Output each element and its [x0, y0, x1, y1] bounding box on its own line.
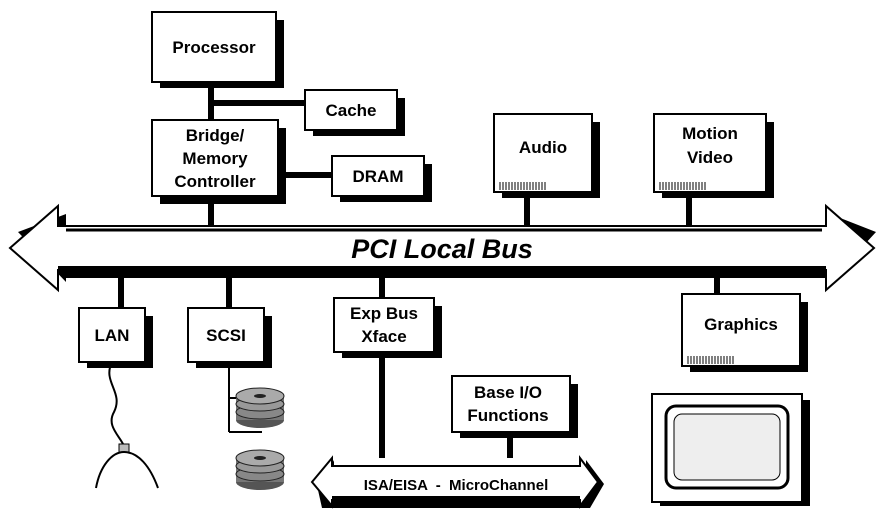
lan-connector: [118, 443, 130, 453]
lan-block: LAN: [78, 307, 159, 489]
scsi-block: SCSI: [187, 307, 272, 368]
lan-cable: [108, 361, 125, 447]
pci-local-bus: PCI Local Bus: [8, 203, 876, 293]
exp-bus-xface-label-line1: Exp Bus: [350, 304, 418, 323]
base-io-label-line2: Functions: [467, 406, 548, 425]
bridge-label-line2: Memory: [182, 149, 248, 168]
graphics-label: Graphics: [704, 315, 778, 334]
dram-block: DRAM: [331, 155, 432, 202]
disk-drive-icon: [235, 449, 285, 490]
motion-video-label-line2: Video: [687, 148, 733, 167]
cache-label: Cache: [325, 101, 376, 120]
disk-drive-icon: [235, 387, 285, 428]
graphics-edge-connector: [687, 356, 734, 364]
monitor-icon: [651, 393, 810, 506]
bridge-memory-controller-block: Bridge/ Memory Controller: [151, 119, 286, 204]
graphics-card: Graphics: [681, 293, 808, 372]
expansion-bus-label: ISA/EISA - MicroChannel: [364, 477, 548, 494]
lan-label: LAN: [95, 326, 130, 345]
audio-label: Audio: [519, 138, 567, 157]
motion-video-edge-connector: [659, 182, 706, 190]
exp-bus-xface-block: Exp Bus Xface: [333, 297, 442, 358]
pci-bus-label: PCI Local Bus: [351, 234, 533, 264]
processor-label: Processor: [172, 38, 256, 57]
expansion-bus-arrow: [310, 455, 600, 509]
audio-edge-connector: [499, 182, 546, 190]
scsi-label: SCSI: [206, 326, 246, 345]
dram-label: DRAM: [353, 167, 404, 186]
cache-block: Cache: [304, 89, 405, 136]
bridge-label-line3: Controller: [174, 172, 256, 191]
processor-block: Processor: [151, 11, 284, 88]
motion-video-label-line1: Motion: [682, 124, 738, 143]
motion-video-card: Motion Video: [653, 113, 774, 198]
expansion-bus: ISA/EISA - MicroChannel: [310, 455, 604, 509]
audio-card: Audio: [493, 113, 600, 198]
base-io-label-line1: Base I/O: [474, 383, 542, 402]
exp-bus-xface-label-line2: Xface: [361, 327, 406, 346]
bridge-label-line1: Bridge/: [186, 126, 245, 145]
base-io-functions-block: Base I/O Functions: [451, 375, 578, 438]
lan-network-icon: [95, 450, 159, 489]
